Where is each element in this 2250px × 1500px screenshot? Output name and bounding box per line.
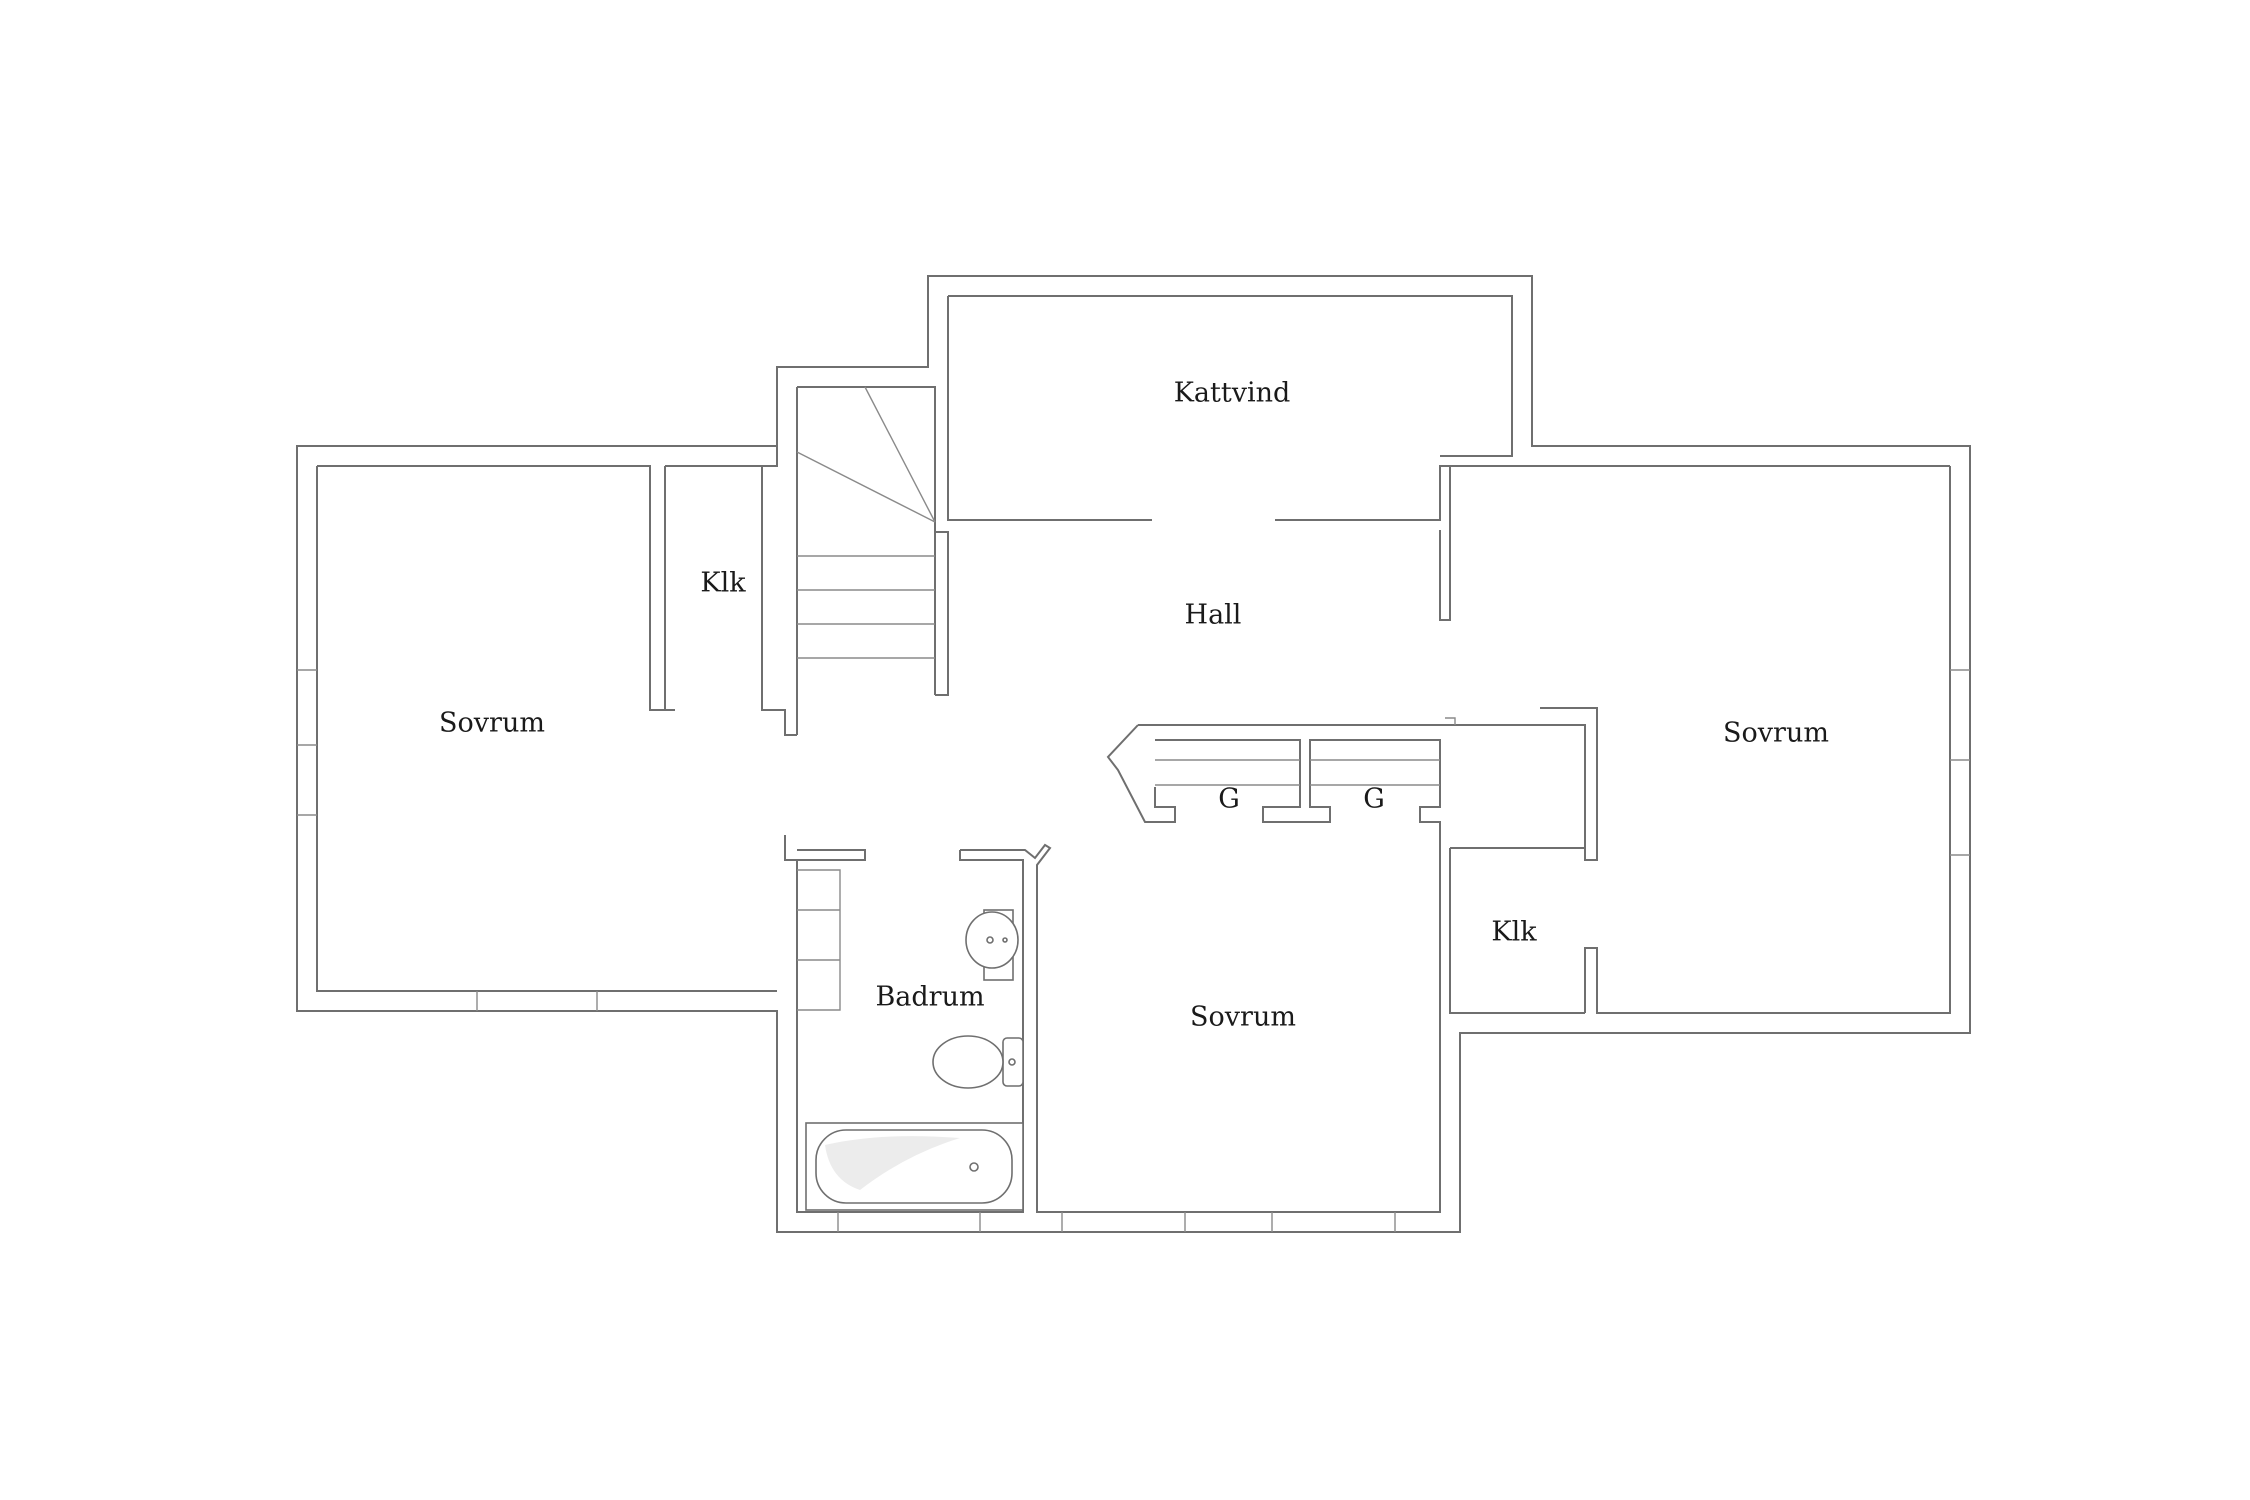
sink-fixture [965, 909, 1019, 981]
wardrobes [1106, 717, 1456, 848]
room-label-g-left: G [1218, 784, 1240, 815]
room-label-klk-right: Klk [1491, 917, 1537, 948]
badrum-walls [784, 835, 1024, 1232]
room-label-hall: Hall [1185, 600, 1242, 631]
room-label-sovrum-bottom: Sovrum [1190, 1002, 1296, 1033]
room-label-sovrum-right: Sovrum [1723, 718, 1829, 749]
bathtub-fixture [805, 1122, 1024, 1211]
sovrum-right-walls [1439, 466, 1970, 1014]
room-label-sovrum-left: Sovrum [439, 708, 545, 739]
kattvind-walls [947, 295, 1950, 521]
sovrum-bottom-walls [960, 843, 1441, 1232]
klk-right-walls [1449, 847, 1585, 1014]
room-label-kattvind: Kattvind [1174, 378, 1291, 409]
outer-walls [296, 275, 1971, 1233]
stair [796, 386, 949, 735]
sovrum-left-walls [297, 465, 777, 1011]
toilet-fixture [932, 1035, 1024, 1089]
room-label-g-right: G [1363, 784, 1385, 815]
room-label-badrum: Badrum [875, 982, 984, 1013]
room-label-klk-left: Klk [700, 568, 746, 599]
klk-left-walls [664, 446, 797, 736]
